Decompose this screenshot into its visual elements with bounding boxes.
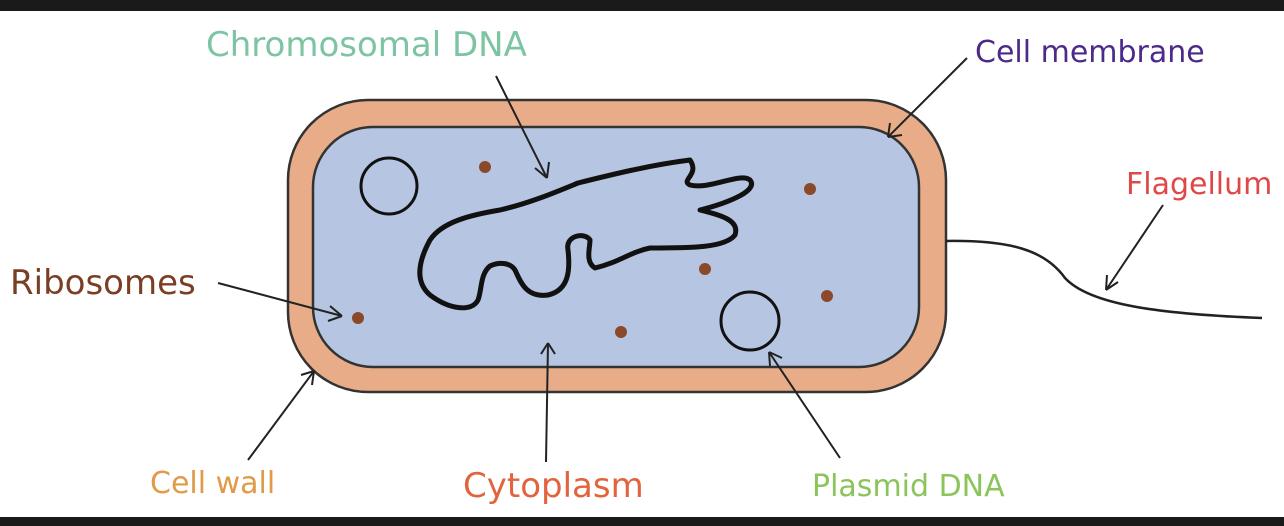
ribosome: [821, 290, 833, 302]
label-flagellum: Flagellum: [1126, 167, 1272, 202]
label-ribosomes: Ribosomes: [10, 263, 196, 303]
plasmid-2: [719, 290, 781, 352]
arrow-flagellum: [1105, 204, 1164, 291]
chromosomal-dna: [417, 157, 755, 311]
plasmid-1: [359, 156, 419, 216]
ribosome: [804, 183, 816, 195]
label-cell-wall: Cell wall: [150, 466, 275, 501]
ribosome: [615, 326, 627, 338]
ribosome: [352, 312, 364, 324]
label-cytoplasm: Cytoplasm: [463, 466, 644, 506]
pointer-arrows: [217, 57, 1164, 463]
label-cell-membrane: Cell membrane: [975, 35, 1205, 70]
ribosome: [479, 161, 491, 173]
label-plasmid-dna: Plasmid DNA: [812, 469, 1005, 504]
arrow-plasmid-dna: [768, 351, 841, 459]
arrow-ribosomes: [217, 282, 343, 322]
bacterium-diagram: Chromosomal DNA Cell membrane Flagellum …: [10, 25, 1272, 506]
label-chromosomal-dna: Chromosomal DNA: [206, 25, 527, 65]
arrow-cytoplasm: [540, 342, 556, 463]
arrow-cell-membrane: [887, 57, 968, 138]
flagellum: [945, 239, 1263, 320]
arrow-cell-wall: [247, 370, 315, 461]
diagram-canvas: Chromosomal DNA Cell membrane Flagellum …: [0, 11, 1284, 517]
arrow-chromosomal-dna: [495, 75, 550, 179]
ribosome: [699, 263, 711, 275]
